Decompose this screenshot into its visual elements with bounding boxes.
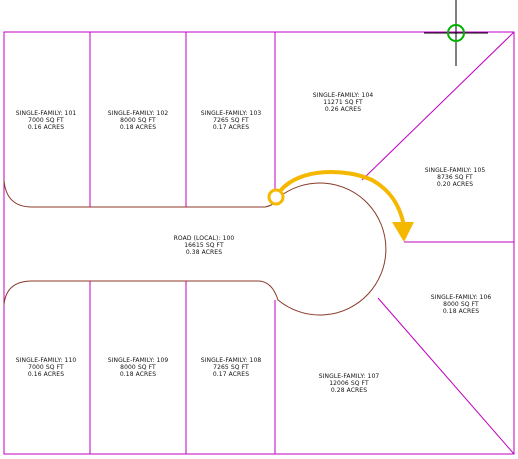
parcel-label-line: 7000 SQ FT xyxy=(28,364,64,371)
parcel-label-line: 8000 SQ FT xyxy=(120,364,156,371)
parcel-label-line: SINGLE-FAMILY: 106 xyxy=(431,294,492,301)
parcel-label-line: 11271 SQ FT xyxy=(323,99,363,106)
endpoint-snap-icon xyxy=(447,24,465,42)
parcel-label-line: 8000 SQ FT xyxy=(443,301,479,308)
parcel-label-line: SINGLE-FAMILY: 104 xyxy=(313,92,374,99)
parcel-label-line: SINGLE-FAMILY: 109 xyxy=(108,357,169,364)
parcel-label-line: 7000 SQ FT xyxy=(28,117,64,124)
parcel-label-line: SINGLE-FAMILY: 105 xyxy=(425,167,486,174)
parcel-label-line: 0.17 ACRES xyxy=(213,124,249,131)
parcel-label-line: SINGLE-FAMILY: 101 xyxy=(16,110,77,117)
parcel-label-line: 7265 SQ FT xyxy=(213,117,249,124)
parcel-label-line: 0.18 ACRES xyxy=(120,371,156,378)
parcel-label-line: 0.16 ACRES xyxy=(28,124,64,131)
parcel-label-line: 0.16 ACRES xyxy=(28,371,64,378)
lot-line-106-107 xyxy=(377,297,515,455)
curved-arrow-icon xyxy=(267,170,414,242)
parcel-label-line: 0.17 ACRES xyxy=(213,371,249,378)
parcel-label-line: 0.18 ACRES xyxy=(120,124,156,131)
crosshair-cursor-icon xyxy=(424,0,488,66)
site-boundary xyxy=(3,31,515,455)
arrow-start-marker xyxy=(267,188,285,206)
lot-line-104-105 xyxy=(361,31,515,181)
parcel-label-line: 0.18 ACRES xyxy=(443,308,479,315)
parcel-label-line: 16615 SQ FT xyxy=(184,242,224,249)
parcel-label-line: SINGLE-FAMILY: 108 xyxy=(201,357,262,364)
road-edge xyxy=(3,179,387,316)
parcel-label-line: SINGLE-FAMILY: 107 xyxy=(319,373,380,380)
parcel-label-line: 0.20 ACRES xyxy=(437,181,473,188)
parcel-label-line: SINGLE-FAMILY: 102 xyxy=(108,110,169,117)
parcel-label-line: ROAD (LOCAL): 100 xyxy=(174,235,235,242)
lot-lines xyxy=(3,31,515,455)
parcel-label-line: SINGLE-FAMILY: 110 xyxy=(16,357,77,364)
parcel-label-line: SINGLE-FAMILY: 103 xyxy=(201,110,262,117)
parcel-label-line: 0.26 ACRES xyxy=(325,106,361,113)
parcel-label-line: 7265 SQ FT xyxy=(213,364,249,371)
parcel-label-line: 8736 SQ FT xyxy=(437,174,473,181)
parcel-label-line: 0.28 ACRES xyxy=(331,387,367,394)
parcel-label-line: 12006 SQ FT xyxy=(329,380,369,387)
parcel-label-line: 0.38 ACRES xyxy=(186,249,222,256)
parcel-label-line: 8000 SQ FT xyxy=(120,117,156,124)
